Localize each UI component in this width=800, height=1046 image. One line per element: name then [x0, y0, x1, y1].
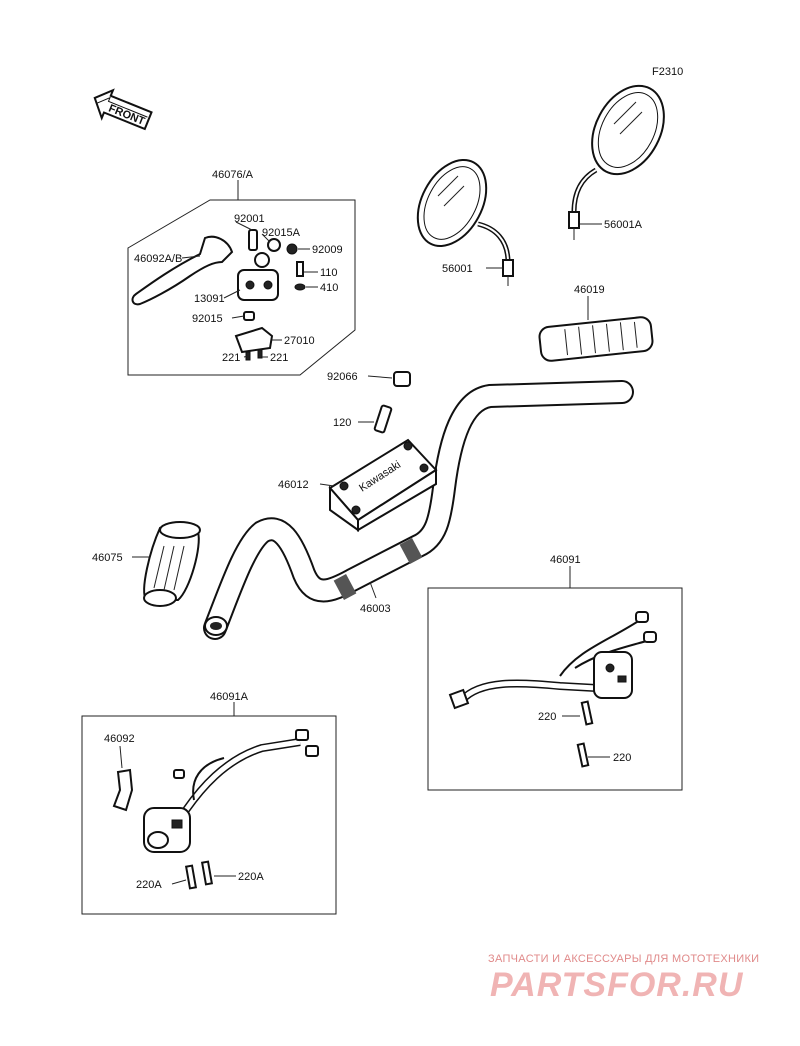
left-switch-group: 46091A 46092 220A 220A	[81, 691, 337, 915]
label-46091A: 46091A	[210, 691, 249, 703]
label-221-right: 221	[270, 352, 288, 364]
label-220-lower: 220	[613, 752, 631, 764]
watermark-logo: ЗАПЧАСТИ И АКСЕССУАРЫ ДЛЯ МОТОТЕХНИКИ PA…	[488, 953, 759, 1004]
label-56001: 56001	[442, 263, 473, 275]
left-switch-frame	[81, 715, 337, 915]
watermark-line2: PARTSFOR.RU	[490, 966, 744, 1004]
watermark-line1: ЗАПЧАСТИ И АКСЕССУАРЫ ДЛЯ МОТОТЕХНИКИ	[488, 953, 759, 965]
label-27010: 27010	[284, 335, 315, 347]
label-46019: 46019	[574, 284, 605, 296]
right-switch-housing	[593, 651, 633, 699]
label-92015: 92015	[192, 313, 223, 325]
right-switch-frame	[427, 587, 683, 791]
label-92001: 92001	[234, 213, 265, 225]
label-92015A: 92015A	[262, 227, 301, 239]
mirror-right: 56001A	[568, 84, 665, 240]
brake-switch	[234, 326, 274, 354]
label-221-left: 221	[222, 352, 240, 364]
handlebar: 46003	[203, 380, 634, 640]
label-92009: 92009	[312, 244, 343, 256]
label-220-upper: 220	[538, 711, 556, 723]
left-grip: 46075	[92, 521, 201, 607]
label-46012: 46012	[278, 479, 309, 491]
handlebar-clamp: Kawasaki 46012 92066 120	[278, 371, 438, 532]
label-92066: 92066	[327, 371, 358, 383]
lever-assembly-group: 46076/A 92001	[127, 169, 356, 376]
label-13091: 13091	[194, 293, 225, 305]
label-46091: 46091	[550, 554, 581, 566]
label-56001A: 56001A	[604, 219, 643, 231]
label-46076A: 46076/A	[212, 169, 254, 181]
label-46092: 46092	[104, 733, 135, 745]
switch-cover-46092	[112, 768, 134, 812]
label-220A-left: 220A	[136, 879, 162, 891]
mirror-left: 56001	[416, 159, 514, 286]
label-410: 410	[320, 282, 338, 294]
brake-lever	[131, 235, 234, 306]
label-46092AB: 46092A/B	[134, 253, 182, 265]
label-46075: 46075	[92, 552, 123, 564]
figure-code: F2310	[652, 66, 683, 78]
lever-assembly-frame	[127, 199, 356, 376]
label-220A-right: 220A	[238, 871, 264, 883]
label-120: 120	[333, 417, 351, 429]
label-110: 110	[320, 267, 338, 279]
right-switch-group: 46091 220 220	[427, 554, 683, 791]
front-arrow-icon: FRONT	[93, 88, 153, 131]
master-cylinder-body	[237, 269, 279, 301]
throttle-grip: 46019	[538, 284, 654, 362]
label-46003: 46003	[360, 603, 391, 615]
